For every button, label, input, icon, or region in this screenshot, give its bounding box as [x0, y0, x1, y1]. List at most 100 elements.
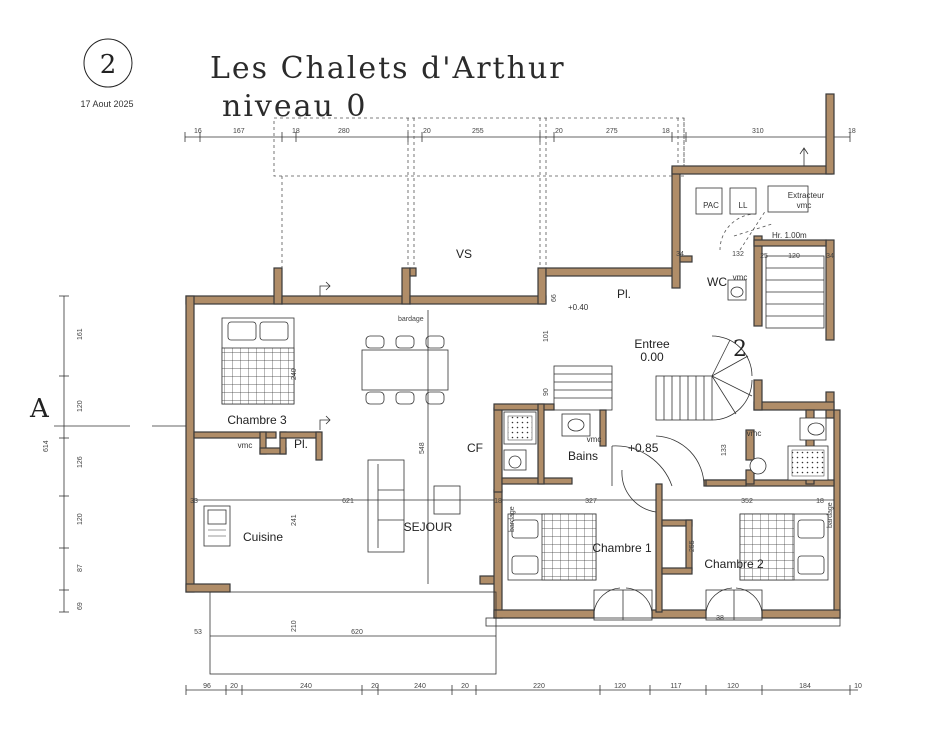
dim-top-6: 255 — [472, 128, 484, 135]
shower-2 — [787, 445, 829, 481]
dim-bottom-3: 240 — [300, 683, 312, 690]
dim-top-11: 18 — [848, 128, 856, 135]
label-ll: LL — [739, 201, 748, 210]
dim-top-2: 167 — [233, 128, 245, 135]
bottom-dimension-line — [185, 685, 858, 695]
wc-toilet — [727, 279, 747, 301]
bed-chambre-2 — [739, 513, 829, 581]
label-vmc-wc: vmc — [733, 273, 748, 282]
room-label-bains: Bains — [568, 449, 598, 463]
label-vmc-sdb: vmc — [747, 429, 762, 438]
label-vmc-chambre-3: vmc — [238, 441, 253, 450]
label-bardage-chambre-1: bardage — [509, 506, 516, 532]
dim-18b: 18 — [816, 498, 824, 505]
dim-top-8: 275 — [606, 128, 618, 135]
room-label-vs: VS — [456, 247, 472, 261]
arrow-up-icon — [799, 147, 809, 166]
dim-bottom-4: 20 — [371, 683, 379, 690]
dim-bottom-11: 184 — [799, 683, 811, 690]
dim-133: 133 — [721, 444, 728, 456]
plan-date: 17 Aout 2025 — [80, 99, 133, 109]
bath-sink — [561, 413, 591, 437]
room-label-wc: WC — [707, 275, 727, 289]
dim-bottom-12: 10 — [854, 683, 862, 690]
dining-table — [361, 335, 449, 405]
extractor-unit — [767, 185, 809, 213]
ll-unit — [729, 187, 757, 215]
plan-title: Les Chalets d'Arthur — [210, 51, 566, 86]
dim-53: 53 — [194, 629, 202, 636]
room-label-entree: Entree — [634, 337, 670, 351]
left-dimension-line — [59, 295, 69, 613]
room-label-chambre-2: Chambre 2 — [704, 557, 764, 571]
dim-top-4: 280 — [338, 128, 350, 135]
room-label-chambre-1: Chambre 1 — [592, 541, 652, 555]
label-pl-chambre-3: Pl. — [294, 437, 308, 451]
dim-132: 132 — [732, 251, 744, 258]
section-marker-a: A — [29, 394, 50, 424]
dim-255: 255 — [689, 540, 696, 552]
dim-bottom-6: 20 — [461, 683, 469, 690]
label-extracteur: Extracteur — [788, 191, 825, 200]
label-pac: PAC — [703, 201, 719, 210]
dim-bottom-5: 240 — [414, 683, 426, 690]
sheet-number-circle — [83, 38, 133, 88]
label-bardage-chambre-2: bardage — [827, 502, 834, 528]
dim-left-2: 120 — [77, 400, 84, 412]
doors — [593, 435, 763, 621]
sheet-number: 2 — [100, 50, 117, 80]
terrace-outline — [209, 591, 841, 675]
exterior-walls — [185, 93, 841, 619]
bed-chambre-3 — [221, 317, 295, 405]
dim-left-1: 161 — [77, 328, 84, 340]
dim-34b: 34 — [826, 253, 834, 260]
label-bardage-top: bardage — [398, 316, 424, 323]
basin-2 — [749, 457, 767, 475]
dim-bottom-9: 117 — [670, 683, 681, 690]
interior-walls — [193, 235, 835, 613]
dim-240: 240 — [291, 368, 298, 380]
dim-548: 548 — [419, 442, 426, 454]
dim-bottom-8: 120 — [614, 683, 626, 690]
bed-chambre-1 — [507, 513, 597, 581]
dim-25: 25 — [760, 253, 768, 260]
level-plus040: +0.40 — [568, 303, 589, 312]
label-handrail: Hr. 1.00m — [772, 231, 807, 240]
dim-33: 33 — [190, 498, 198, 505]
arrow-icon — [319, 415, 331, 430]
dim-top-5: 20 — [423, 128, 431, 135]
label-pl-entree: Pl. — [617, 287, 631, 301]
dim-101: 101 — [543, 330, 550, 342]
dim-bottom-2: 20 — [230, 683, 238, 690]
top-dimension-line — [184, 132, 851, 142]
bath-shower — [503, 411, 537, 445]
dim-top-9: 18 — [662, 128, 670, 135]
dim-90: 90 — [543, 388, 550, 396]
stairs — [553, 209, 825, 421]
room-label-cuisine: Cuisine — [243, 530, 283, 544]
dim-bottom-10: 120 — [727, 683, 739, 690]
level-plus085: +0.85 — [628, 441, 659, 455]
dim-120: 120 — [788, 253, 800, 260]
dim-241: 241 — [291, 514, 298, 526]
dim-left-5: 120 — [77, 513, 84, 525]
dim-top-3: 18 — [292, 128, 300, 135]
stair-number: 2 — [733, 337, 747, 362]
dim-66: 66 — [551, 294, 558, 302]
dim-352: 352 — [741, 498, 753, 505]
dim-bottom-1: 96 — [203, 683, 211, 690]
label-cf: CF — [467, 441, 483, 455]
dim-620: 620 — [351, 629, 363, 636]
toilet-2 — [799, 417, 827, 441]
label-vmc-bains: vmc — [587, 435, 602, 444]
dim-210: 210 — [291, 620, 298, 632]
plan-subtitle: niveau 0 — [222, 89, 367, 124]
dim-38: 38 — [716, 615, 724, 622]
dim-327: 327 — [585, 498, 597, 505]
dim-bottom-7: 220 — [533, 683, 545, 690]
dim-top-10: 310 — [752, 128, 764, 135]
dim-left-3: 614 — [43, 440, 50, 452]
dim-18a: 18 — [494, 498, 502, 505]
dim-top-1: 16 — [194, 128, 202, 135]
